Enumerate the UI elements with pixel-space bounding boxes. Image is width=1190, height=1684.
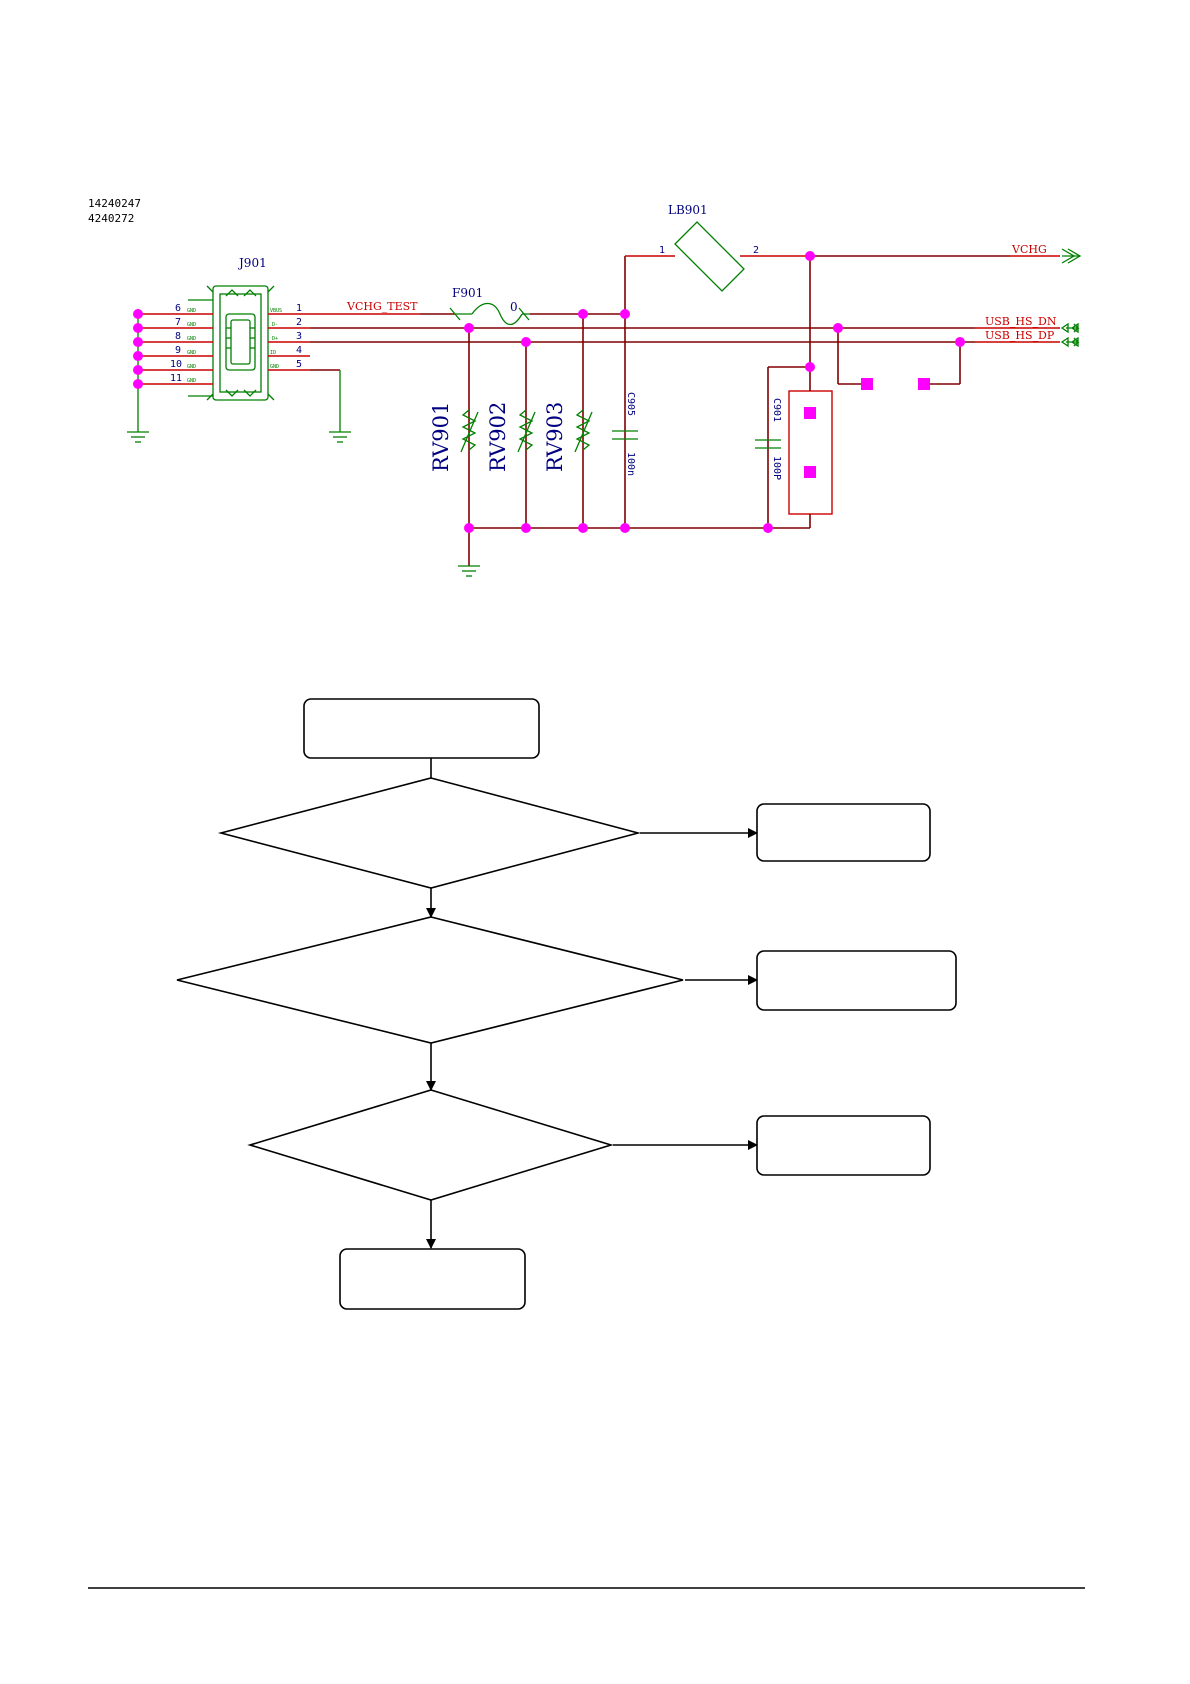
svg-text:GND: GND <box>187 322 196 328</box>
ground-symbol-connector <box>329 431 351 443</box>
pin-8-label: 8 <box>175 331 181 342</box>
net-label-vchg: VCHG <box>1011 243 1047 256</box>
fuse-value: 0 <box>510 300 518 314</box>
pin-3-label: 3 <box>296 331 302 342</box>
pin-9-label: 9 <box>175 345 181 356</box>
pin-10-label: 10 <box>170 359 182 370</box>
usb-port-arrows <box>1060 322 1080 348</box>
capacitor-c905-value: 100n <box>625 452 636 476</box>
pin-2-label: 2 <box>296 317 302 328</box>
connector-right-pins: VBUS D- D+ ID GND 1 2 3 4 5 <box>268 303 310 371</box>
capacitor-c901: C901 100P <box>755 398 782 480</box>
capacitor-c901-value: 100P <box>771 456 782 480</box>
header-code-2: 4240272 <box>88 212 134 225</box>
ferrite-bead-symbol <box>674 221 745 292</box>
ground-symbol-left <box>127 431 149 443</box>
pin-4-label: 4 <box>296 345 302 356</box>
varistor-rv901: RV901 <box>429 402 479 472</box>
ferrite-pin-1: 1 <box>659 245 665 256</box>
pin-5-label: 5 <box>296 359 302 370</box>
varistor-rv902-ref: RV902 <box>486 402 510 472</box>
net-label-usb-dp: USB_HS_DP <box>985 329 1055 342</box>
flowchart <box>176 698 957 1310</box>
junction-nodes <box>464 251 965 533</box>
svg-text:GND: GND <box>187 336 196 342</box>
varistor-rv903: RV903 <box>543 402 593 472</box>
esd-protection-block <box>788 390 833 515</box>
svg-text:GND: GND <box>270 364 279 370</box>
flow-result-box-3 <box>756 1115 931 1176</box>
net-label-vchg-test: VCHG_TEST <box>346 300 418 313</box>
flow-decision-1 <box>217 777 642 889</box>
flow-result-box-2 <box>756 950 957 1011</box>
varistor-rv902: RV902 <box>486 402 536 472</box>
svg-text:GND: GND <box>187 350 196 356</box>
svg-text:D+: D+ <box>272 336 278 342</box>
usb-connector-symbol <box>188 285 275 401</box>
ferrite-pin-2: 2 <box>753 245 759 256</box>
svg-text:GND: GND <box>187 364 196 370</box>
flow-decision-2 <box>176 916 684 1044</box>
pin-11-label: 11 <box>170 373 182 384</box>
ferrite-ref: LB901 <box>668 203 708 217</box>
flow-end-box <box>339 1248 526 1310</box>
net-label-usb-dn: USB_HS_DN <box>985 315 1057 328</box>
svg-text:D-: D- <box>272 322 278 328</box>
test-pad-dn <box>861 378 873 390</box>
capacitor-c905: C905 100n <box>612 392 638 476</box>
connector-ref: J901 <box>237 256 267 270</box>
connector-left-pins: 6 7 8 9 10 11 GND GND GND GND GND GND <box>133 303 213 432</box>
svg-text:GND: GND <box>187 308 196 314</box>
svg-text:VBUS: VBUS <box>270 308 282 314</box>
capacitor-c901-ref: C901 <box>771 398 782 422</box>
test-pad-dp <box>918 378 930 390</box>
fuse-symbol <box>449 302 530 326</box>
pin-6-label: 6 <box>175 303 181 314</box>
pin-7-label: 7 <box>175 317 181 328</box>
header-code-1: 14240247 <box>88 197 141 210</box>
flow-start-box <box>303 698 540 759</box>
varistor-rv903-ref: RV903 <box>543 402 567 472</box>
varistor-rv901-ref: RV901 <box>429 402 453 472</box>
svg-text:ID: ID <box>270 350 276 356</box>
flow-decision-3 <box>247 1089 614 1201</box>
fuse-ref: F901 <box>452 286 483 300</box>
flow-result-box-1 <box>756 803 931 862</box>
vchg-port-arrow <box>1061 248 1082 264</box>
capacitor-c905-ref: C905 <box>625 392 636 416</box>
svg-text:GND: GND <box>187 378 196 384</box>
pin-1-label: 1 <box>296 303 302 314</box>
ground-symbol-bottom <box>458 565 480 577</box>
